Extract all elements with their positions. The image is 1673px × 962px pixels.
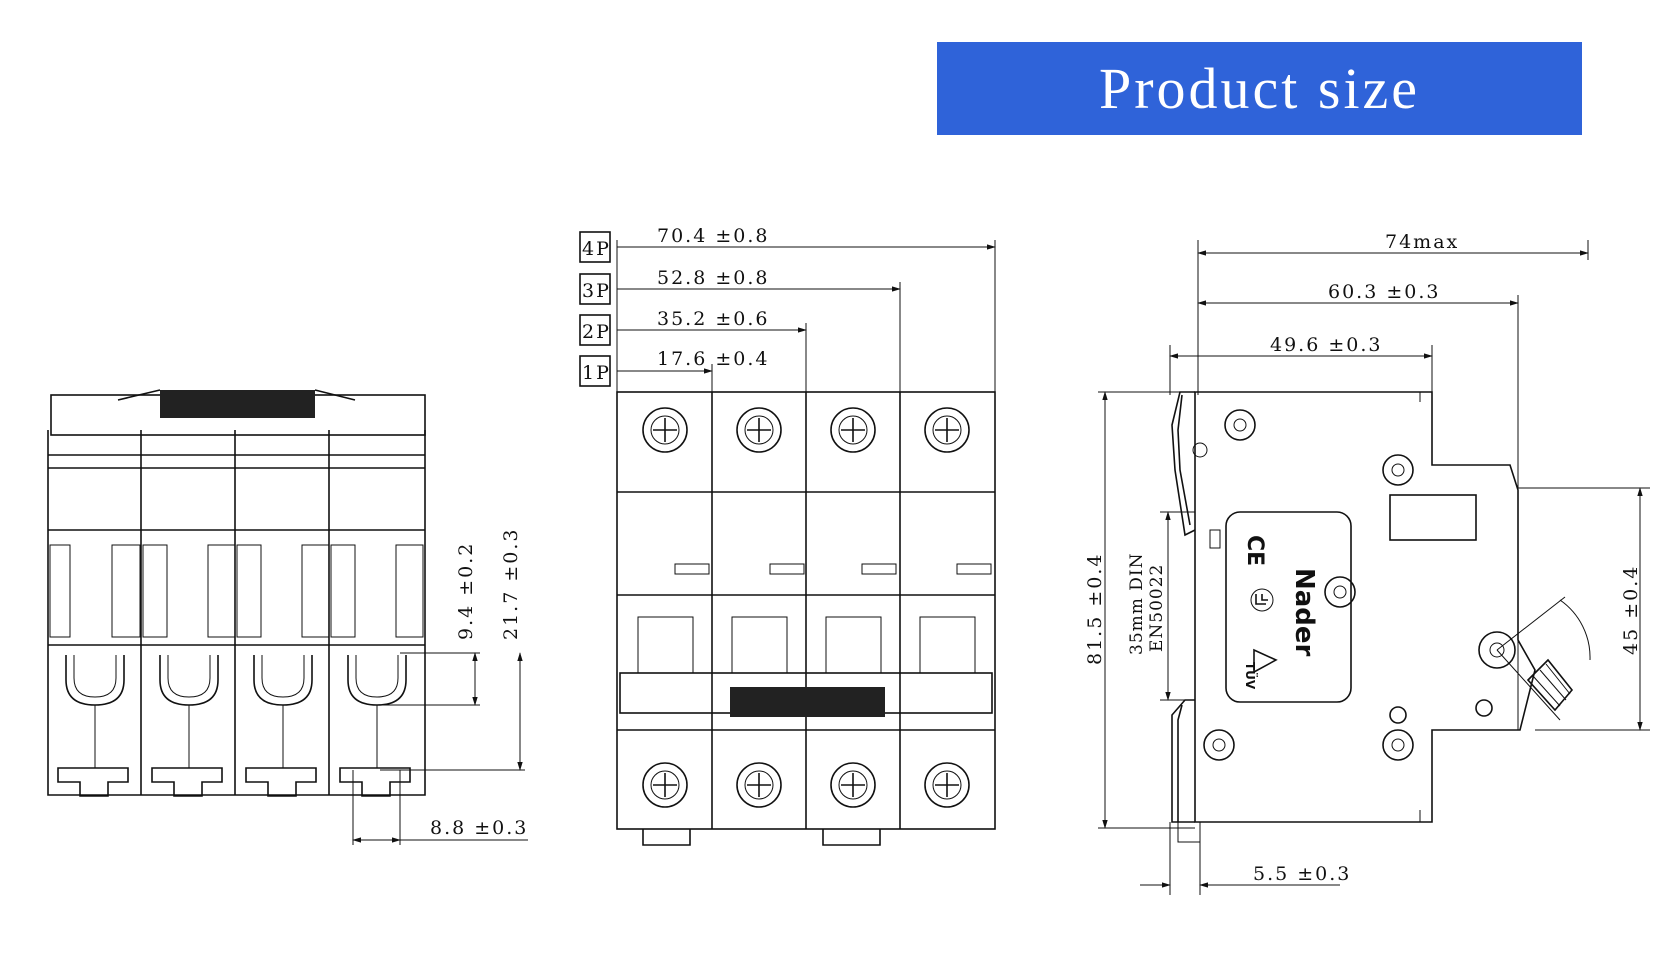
side-view bbox=[1098, 240, 1650, 895]
screw-bottom-3 bbox=[830, 762, 876, 808]
dim-60-3: 60.3 ±0.3 bbox=[1328, 281, 1440, 303]
dim-din-rail-line1: 35mm DIN bbox=[1127, 553, 1147, 656]
screw-bottom-1 bbox=[642, 762, 688, 808]
front-pole-1 bbox=[49, 544, 141, 797]
screw-top-1 bbox=[642, 407, 688, 453]
front-view bbox=[47, 389, 528, 845]
dim-49-6: 49.6 ±0.3 bbox=[1270, 334, 1382, 356]
tuv-mark: TÜV bbox=[1243, 662, 1258, 690]
label-brand: Nader bbox=[1289, 568, 1319, 657]
dim-81-5: 81.5 ±0.4 bbox=[1084, 553, 1106, 665]
dim-2p: 35.2 ±0.6 bbox=[657, 308, 769, 330]
front-pole-4 bbox=[330, 544, 424, 797]
dim-3p: 52.8 ±0.8 bbox=[657, 267, 769, 289]
tag-4p: 4P bbox=[582, 238, 611, 260]
screw-bottom-2 bbox=[736, 762, 782, 808]
tag-box-2p bbox=[579, 314, 611, 346]
dim-21-7: 21.7 ±0.3 bbox=[500, 528, 522, 640]
screw-top-3 bbox=[830, 407, 876, 453]
ul-mark-icon bbox=[1250, 588, 1274, 612]
top-view bbox=[579, 231, 996, 846]
front-pole-3 bbox=[236, 544, 330, 797]
dim-8-8: 8.8 ±0.3 bbox=[430, 817, 528, 839]
tag-box-1p bbox=[579, 355, 611, 387]
dim-din-rail-line2: EN50022 bbox=[1147, 564, 1167, 652]
product-label bbox=[1225, 511, 1352, 703]
dim-5-5: 5.5 ±0.3 bbox=[1253, 863, 1351, 885]
screw-top-4 bbox=[924, 407, 970, 453]
screw-top-2 bbox=[736, 407, 782, 453]
tag-box-3p bbox=[579, 273, 611, 305]
page-title: Product size bbox=[1098, 56, 1421, 121]
front-pole-2 bbox=[142, 544, 236, 797]
dim-9-4: 9.4 ±0.2 bbox=[455, 542, 477, 640]
dim-74max: 74max bbox=[1385, 231, 1459, 253]
screw-bottom-4 bbox=[924, 762, 970, 808]
title-banner: Product size bbox=[937, 42, 1582, 135]
dim-1p: 17.6 ±0.4 bbox=[657, 348, 769, 370]
tag-3p: 3P bbox=[582, 280, 611, 302]
warning-triangle-icon bbox=[1253, 648, 1278, 674]
dim-45: 45 ±0.4 bbox=[1620, 565, 1642, 655]
tag-box-4p bbox=[579, 231, 611, 263]
tag-1p: 1P bbox=[582, 362, 611, 384]
tag-2p: 2P bbox=[582, 321, 611, 343]
dim-4p: 70.4 ±0.8 bbox=[657, 225, 769, 247]
ce-mark: CE bbox=[1242, 535, 1267, 566]
